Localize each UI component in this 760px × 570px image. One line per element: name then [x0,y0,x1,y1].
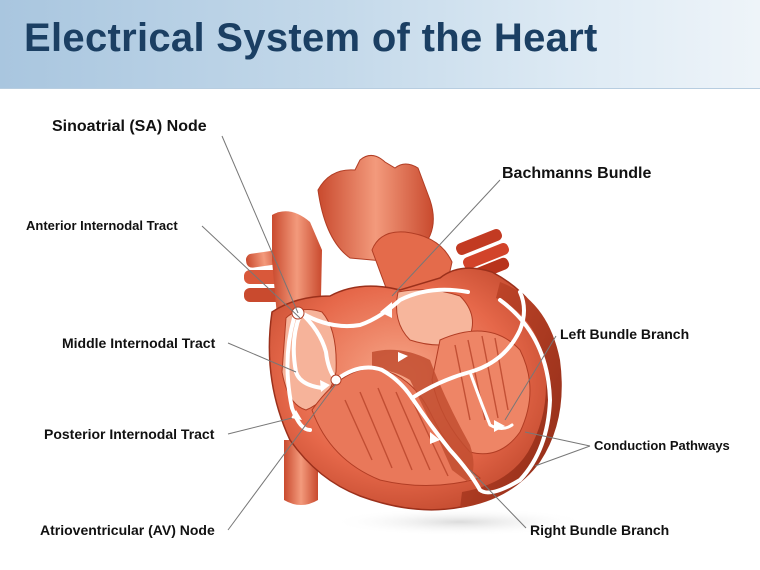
leader-right-bundle [469,469,527,529]
label-posterior-internodal-tract: Posterior Internodal Tract [44,426,215,442]
heart-shadow [330,508,590,536]
pathway-arrows [291,302,505,444]
arrow-middle [320,380,330,392]
label-right-bundle-branch: Right Bundle Branch [530,522,670,538]
leader-conduction-2 [534,445,591,467]
left-bundle-branch-path [410,290,526,400]
leader-bachmann [391,179,501,297]
leader-lines [201,135,591,531]
title-banner [0,0,760,89]
label-left-bundle-branch: Left Bundle Branch [560,326,690,342]
bachmanns-bundle-path [298,287,470,329]
muscle-striations [344,335,509,477]
arrow-posterior [291,410,302,420]
av-node-marker [330,374,342,386]
leader-sa-node [221,135,299,314]
leader-posterior [227,417,293,435]
leader-anterior [201,225,301,319]
leader-av-node [227,383,337,531]
conduction-pathways [285,287,552,495]
leader-conduction-1 [524,431,591,447]
label-conduction-pathways: Conduction Pathways [594,438,730,453]
page-title: Electrical System of the Heart [24,16,598,60]
arrow-left-branch [494,420,505,432]
label-bachmanns-bundle: Bachmanns Bundle [502,165,652,182]
label-sa-node: Sinoatrial (SA) Node [52,118,207,135]
label-anterior-internodal-tract: Anterior Internodal Tract [26,218,178,233]
left-branch-inner-path [468,370,514,430]
ventricle-wall [460,282,562,508]
arrow-bachmann [380,302,392,318]
label-middle-internodal-tract: Middle Internodal Tract [62,335,216,351]
his-bundle-path [334,365,414,400]
arrow-septum [430,432,440,444]
leader-middle [227,342,297,373]
label-av-node: Atrioventricular (AV) Node [40,522,215,538]
right-bundle-branch-path [410,298,552,495]
anterior-tract-path [298,310,338,382]
leader-left-bundle [504,335,557,421]
arrow-av [398,352,408,362]
